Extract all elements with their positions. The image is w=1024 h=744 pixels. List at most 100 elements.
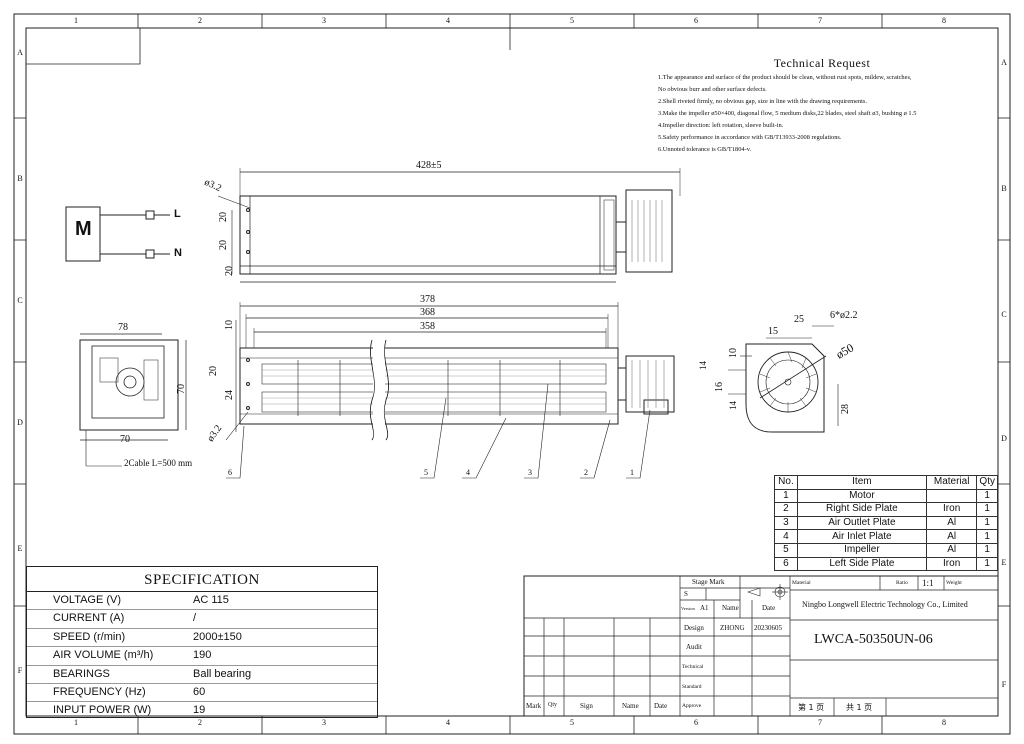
spec-key: BEARINGS — [53, 667, 110, 680]
parts-list-table: No. Item Material Qty 1 Motor 1 2 Right … — [774, 475, 998, 572]
tb-mark-header: Mark — [526, 702, 542, 710]
dim-side-16: 16 — [714, 382, 725, 392]
tb-standard-label: Standard — [682, 684, 702, 690]
tb-qty-header: Qty — [548, 702, 557, 708]
grid-row-label: C — [17, 296, 23, 305]
grid-row-label: F — [1001, 680, 1007, 689]
specification-table: SPECIFICATION VOLTAGE (V) AC 115 CURRENT … — [26, 566, 378, 718]
spec-key: CURRENT (A) — [53, 612, 125, 625]
table-row: 1 Motor 1 — [774, 488, 998, 504]
tb-design-label: Design — [684, 624, 704, 632]
dim-top-v2: 20 — [218, 240, 229, 250]
table-row: 6 Left Side Plate Iron 1 — [774, 556, 998, 572]
tb-weight-label: Weight — [946, 580, 962, 586]
table-row: CURRENT (A)/ — [27, 610, 377, 629]
spec-value: AC 115 — [193, 594, 229, 606]
tb-stage-mark: Stage Mark — [692, 578, 725, 586]
part-material: Al — [925, 515, 978, 531]
technical-request-line: 4.Impeller direction: left rotation, sle… — [658, 122, 784, 129]
balloon-4: 4 — [466, 468, 470, 477]
technical-request-line: No obvious burr and other surface defect… — [658, 86, 767, 93]
tb-approve-label: Approve — [682, 703, 702, 709]
spec-value: Ball bearing — [193, 667, 252, 680]
grid-row-label: D — [1001, 434, 1007, 443]
tb-design-date: 20230605 — [754, 624, 782, 632]
grid-col-label: 5 — [570, 718, 574, 727]
part-material: Iron — [925, 502, 978, 517]
balloon-6: 6 — [228, 468, 232, 477]
table-row: 4 Air Inlet Plate Al 1 — [774, 529, 998, 544]
dim-top-v3: 20 — [224, 266, 235, 276]
part-qty: 1 — [976, 542, 998, 558]
dim-358: 358 — [420, 321, 435, 332]
dim-side-28: 28 — [840, 404, 851, 414]
tb-name-header: Name — [722, 604, 739, 612]
part-qty: 1 — [976, 488, 998, 504]
tb-version-label: Version — [681, 606, 695, 611]
tb-version: A1 — [700, 604, 709, 612]
tb-drawing-number: LWCA-50350UN-06 — [814, 632, 933, 647]
tb-audit-label: Audit — [686, 643, 702, 651]
dim-side-15: 15 — [768, 326, 778, 337]
balloon-1: 1 — [630, 468, 634, 477]
table-row: FREQUENCY (Hz)60 — [27, 684, 377, 703]
technical-request-line: 3.Make the impeller ø50×400, diagonal fl… — [658, 110, 917, 117]
part-material — [925, 488, 978, 504]
tb-date-header: Date — [762, 604, 776, 612]
spec-key: INPUT POWER (W) — [53, 704, 152, 717]
spec-value: 19 — [193, 704, 206, 717]
grid-row-label: B — [1001, 184, 1007, 193]
dim-side-10: 10 — [728, 348, 739, 358]
dim-side-14b: 14 — [728, 401, 738, 410]
grid-col-label: 7 — [818, 718, 822, 727]
spec-value: 2000±150 — [193, 630, 242, 643]
tb-ratio-value: 1:1 — [922, 578, 934, 588]
tb-material-label: Material — [792, 580, 811, 586]
parts-header-qty: Qty — [976, 475, 998, 490]
dim-left-70-w: 70 — [120, 434, 130, 445]
part-item: Impeller — [796, 542, 927, 558]
tb-date2-header: Date — [654, 702, 668, 710]
grid-col-label: 4 — [446, 16, 450, 25]
grid-col-label: 7 — [818, 16, 822, 25]
technical-request-title: Technical Request — [773, 56, 871, 70]
balloon-5: 5 — [424, 468, 428, 477]
tb-page: 第 1 页 — [798, 703, 825, 712]
part-item: Air Inlet Plate — [796, 529, 927, 544]
dim-side-14a: 14 — [698, 361, 708, 370]
table-row: 5 Impeller Al 1 — [774, 542, 998, 558]
grid-col-label: 4 — [446, 718, 450, 727]
part-no: 5 — [774, 542, 798, 558]
part-qty: 1 — [976, 502, 998, 517]
dim-top-v1: 20 — [218, 212, 229, 222]
part-no: 4 — [774, 529, 798, 544]
grid-col-label: 8 — [942, 16, 946, 25]
technical-request-line: 5.Safety performance in accordance with … — [658, 134, 842, 141]
table-row: 3 Air Outlet Plate Al 1 — [774, 515, 998, 531]
part-item: Motor — [796, 488, 927, 504]
balloon-2: 2 — [584, 468, 588, 477]
dim-left-78: 78 — [118, 322, 128, 333]
dim-378: 378 — [420, 294, 435, 305]
dim-368: 368 — [420, 307, 435, 318]
technical-request-line: 6.Unnoted tolerance is GB/T1804-v. — [658, 146, 752, 153]
grid-row-label: B — [17, 174, 23, 183]
spec-key: AIR VOLUME (m³/h) — [53, 649, 154, 662]
spec-key: SPEED (r/min) — [53, 630, 126, 643]
grid-col-label: 3 — [322, 718, 326, 727]
cable-note: 2Cable L=500 mm — [124, 458, 193, 468]
grid-col-label: 6 — [694, 16, 698, 25]
dim-side-25: 25 — [794, 314, 804, 325]
technical-request-line: 1.The appearance and surface of the prod… — [658, 74, 912, 81]
part-material: Iron — [925, 556, 978, 572]
specification-title: SPECIFICATION — [27, 567, 377, 592]
dim-front-v24: 24 — [224, 390, 235, 400]
tb-sign-header: Sign — [580, 702, 593, 710]
balloon-3: 3 — [528, 468, 532, 477]
grid-row-label: E — [1001, 558, 1007, 567]
tb-company: Ningbo Longwell Electric Technology Co.,… — [802, 600, 968, 609]
lead-n-label: N — [174, 247, 182, 259]
spec-key: FREQUENCY (Hz) — [53, 685, 146, 698]
spec-key: VOLTAGE (V) — [53, 594, 122, 606]
